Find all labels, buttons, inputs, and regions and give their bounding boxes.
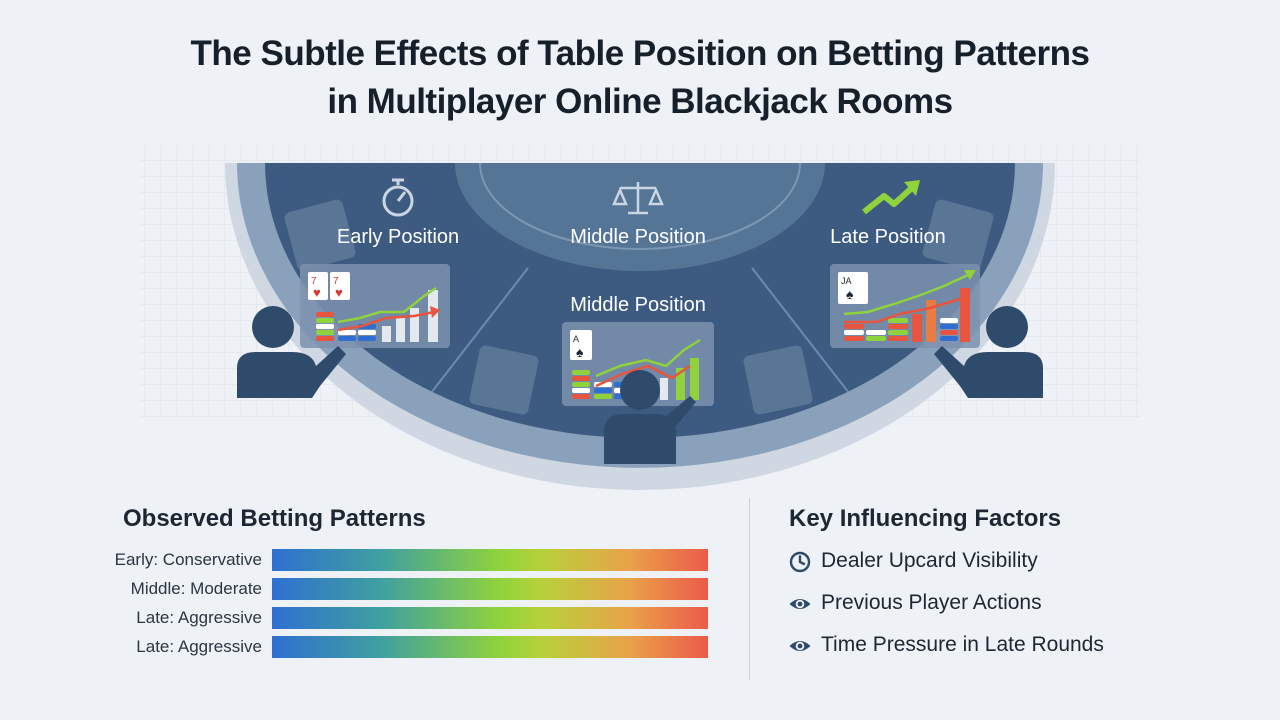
svg-text:♥: ♥ (335, 285, 343, 300)
pattern-gradient-bar (272, 636, 708, 658)
pattern-bar-label: Middle: Moderate (130, 579, 262, 598)
label-early-position: Early Position (337, 226, 459, 248)
seat-pad-4 (922, 199, 994, 271)
playing-card (570, 330, 592, 360)
player-avatar-early (237, 306, 346, 398)
dealer-area (455, 163, 825, 271)
balance-scale-icon (612, 182, 664, 215)
blackjack-table-diagram: Early Position Middle Position Late Posi… (140, 145, 1140, 490)
pattern-bar-row: Middle: Moderate (60, 578, 710, 600)
title-line-1: The Subtle Effects of Table Position on … (190, 34, 1090, 73)
pattern-gradient-bar (272, 578, 708, 600)
svg-text:7: 7 (311, 276, 317, 287)
late-betting-panel: JA ♠ (830, 264, 980, 348)
pattern-bar-label: Late: Aggressive (136, 637, 262, 656)
eye-icon (789, 599, 811, 609)
page-title: The Subtle Effects of Table Position on … (0, 30, 1280, 126)
patterns-heading: Observed Betting Patterns (123, 505, 426, 532)
title-line-2: in Multiplayer Online Blackjack Rooms (327, 82, 953, 121)
pattern-gradient-bar (272, 549, 708, 571)
pattern-bar-label: Early: Conservative (114, 550, 262, 569)
stopwatch-icon (382, 178, 414, 217)
clock-icon (789, 551, 811, 573)
factor-label: Dealer Upcard Visibility (821, 549, 1038, 572)
seat-pad-3 (743, 345, 813, 415)
svg-text:♠: ♠ (846, 286, 854, 302)
early-betting-panel: 7 ♥ 7 ♥ (300, 264, 450, 348)
middle-betting-panel: A ♠ (562, 322, 714, 406)
dealer-area-line (479, 163, 801, 250)
label-middle-position-top: Middle Position (570, 226, 706, 248)
factor-label: Time Pressure in Late Rounds (821, 633, 1104, 656)
svg-text:7: 7 (333, 276, 339, 287)
pattern-bar-row: Early: Conservative (60, 549, 710, 571)
playing-card (330, 272, 350, 300)
playing-card (838, 272, 868, 304)
svg-text:♠: ♠ (576, 344, 584, 360)
table-felt (265, 163, 1015, 438)
seat-pad-2 (469, 345, 539, 415)
factor-label: Previous Player Actions (821, 591, 1042, 614)
label-late-position: Late Position (830, 226, 946, 248)
player-avatar-late (934, 306, 1043, 398)
pattern-bar-row: Late: Aggressive (60, 607, 710, 629)
svg-text:♥: ♥ (313, 285, 321, 300)
pattern-bar-row: Late: Aggressive (60, 636, 710, 658)
chip-stack (316, 312, 376, 341)
factors-heading: Key Influencing Factors (789, 505, 1062, 532)
seat-pad-1 (284, 199, 356, 271)
eye-icon (789, 641, 811, 651)
chip-stack (844, 318, 958, 341)
pattern-gradient-bar (272, 607, 708, 629)
trend-up-arrow-icon (862, 180, 920, 215)
pattern-bar-label: Late: Aggressive (136, 608, 262, 627)
player-avatar-middle (604, 370, 696, 464)
svg-text:JA: JA (841, 276, 852, 286)
label-middle-position-center: Middle Position (570, 294, 706, 316)
playing-card (308, 272, 328, 300)
svg-text:A: A (573, 334, 579, 344)
section-divider (749, 498, 750, 680)
